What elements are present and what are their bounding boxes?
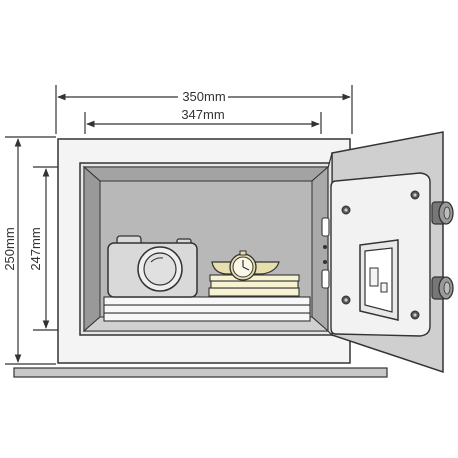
inner-height-label: 247mm (28, 227, 43, 270)
inner-width-label: 347mm (181, 107, 224, 122)
outer-width-dimension: 350mm (55, 85, 353, 134)
keypad-icon (359, 239, 399, 321)
safe-body (57, 138, 351, 364)
outer-height-dimension: 250mm (2, 136, 56, 365)
document-stack-icon (103, 296, 311, 322)
camera-icon (107, 235, 198, 298)
book-stack (208, 274, 300, 297)
inner-width-dimension: 347mm (84, 107, 322, 134)
knob-icon (431, 201, 454, 225)
outer-height-label: 250mm (2, 227, 17, 270)
wristwatch-icon (211, 250, 280, 281)
door-screws (341, 190, 420, 320)
safe-door (321, 131, 444, 374)
knob-icon-lower (431, 276, 454, 300)
floor-strip (13, 367, 388, 378)
outer-width-label: 350mm (182, 89, 225, 104)
inner-height-dimension: 247mm (28, 166, 80, 331)
